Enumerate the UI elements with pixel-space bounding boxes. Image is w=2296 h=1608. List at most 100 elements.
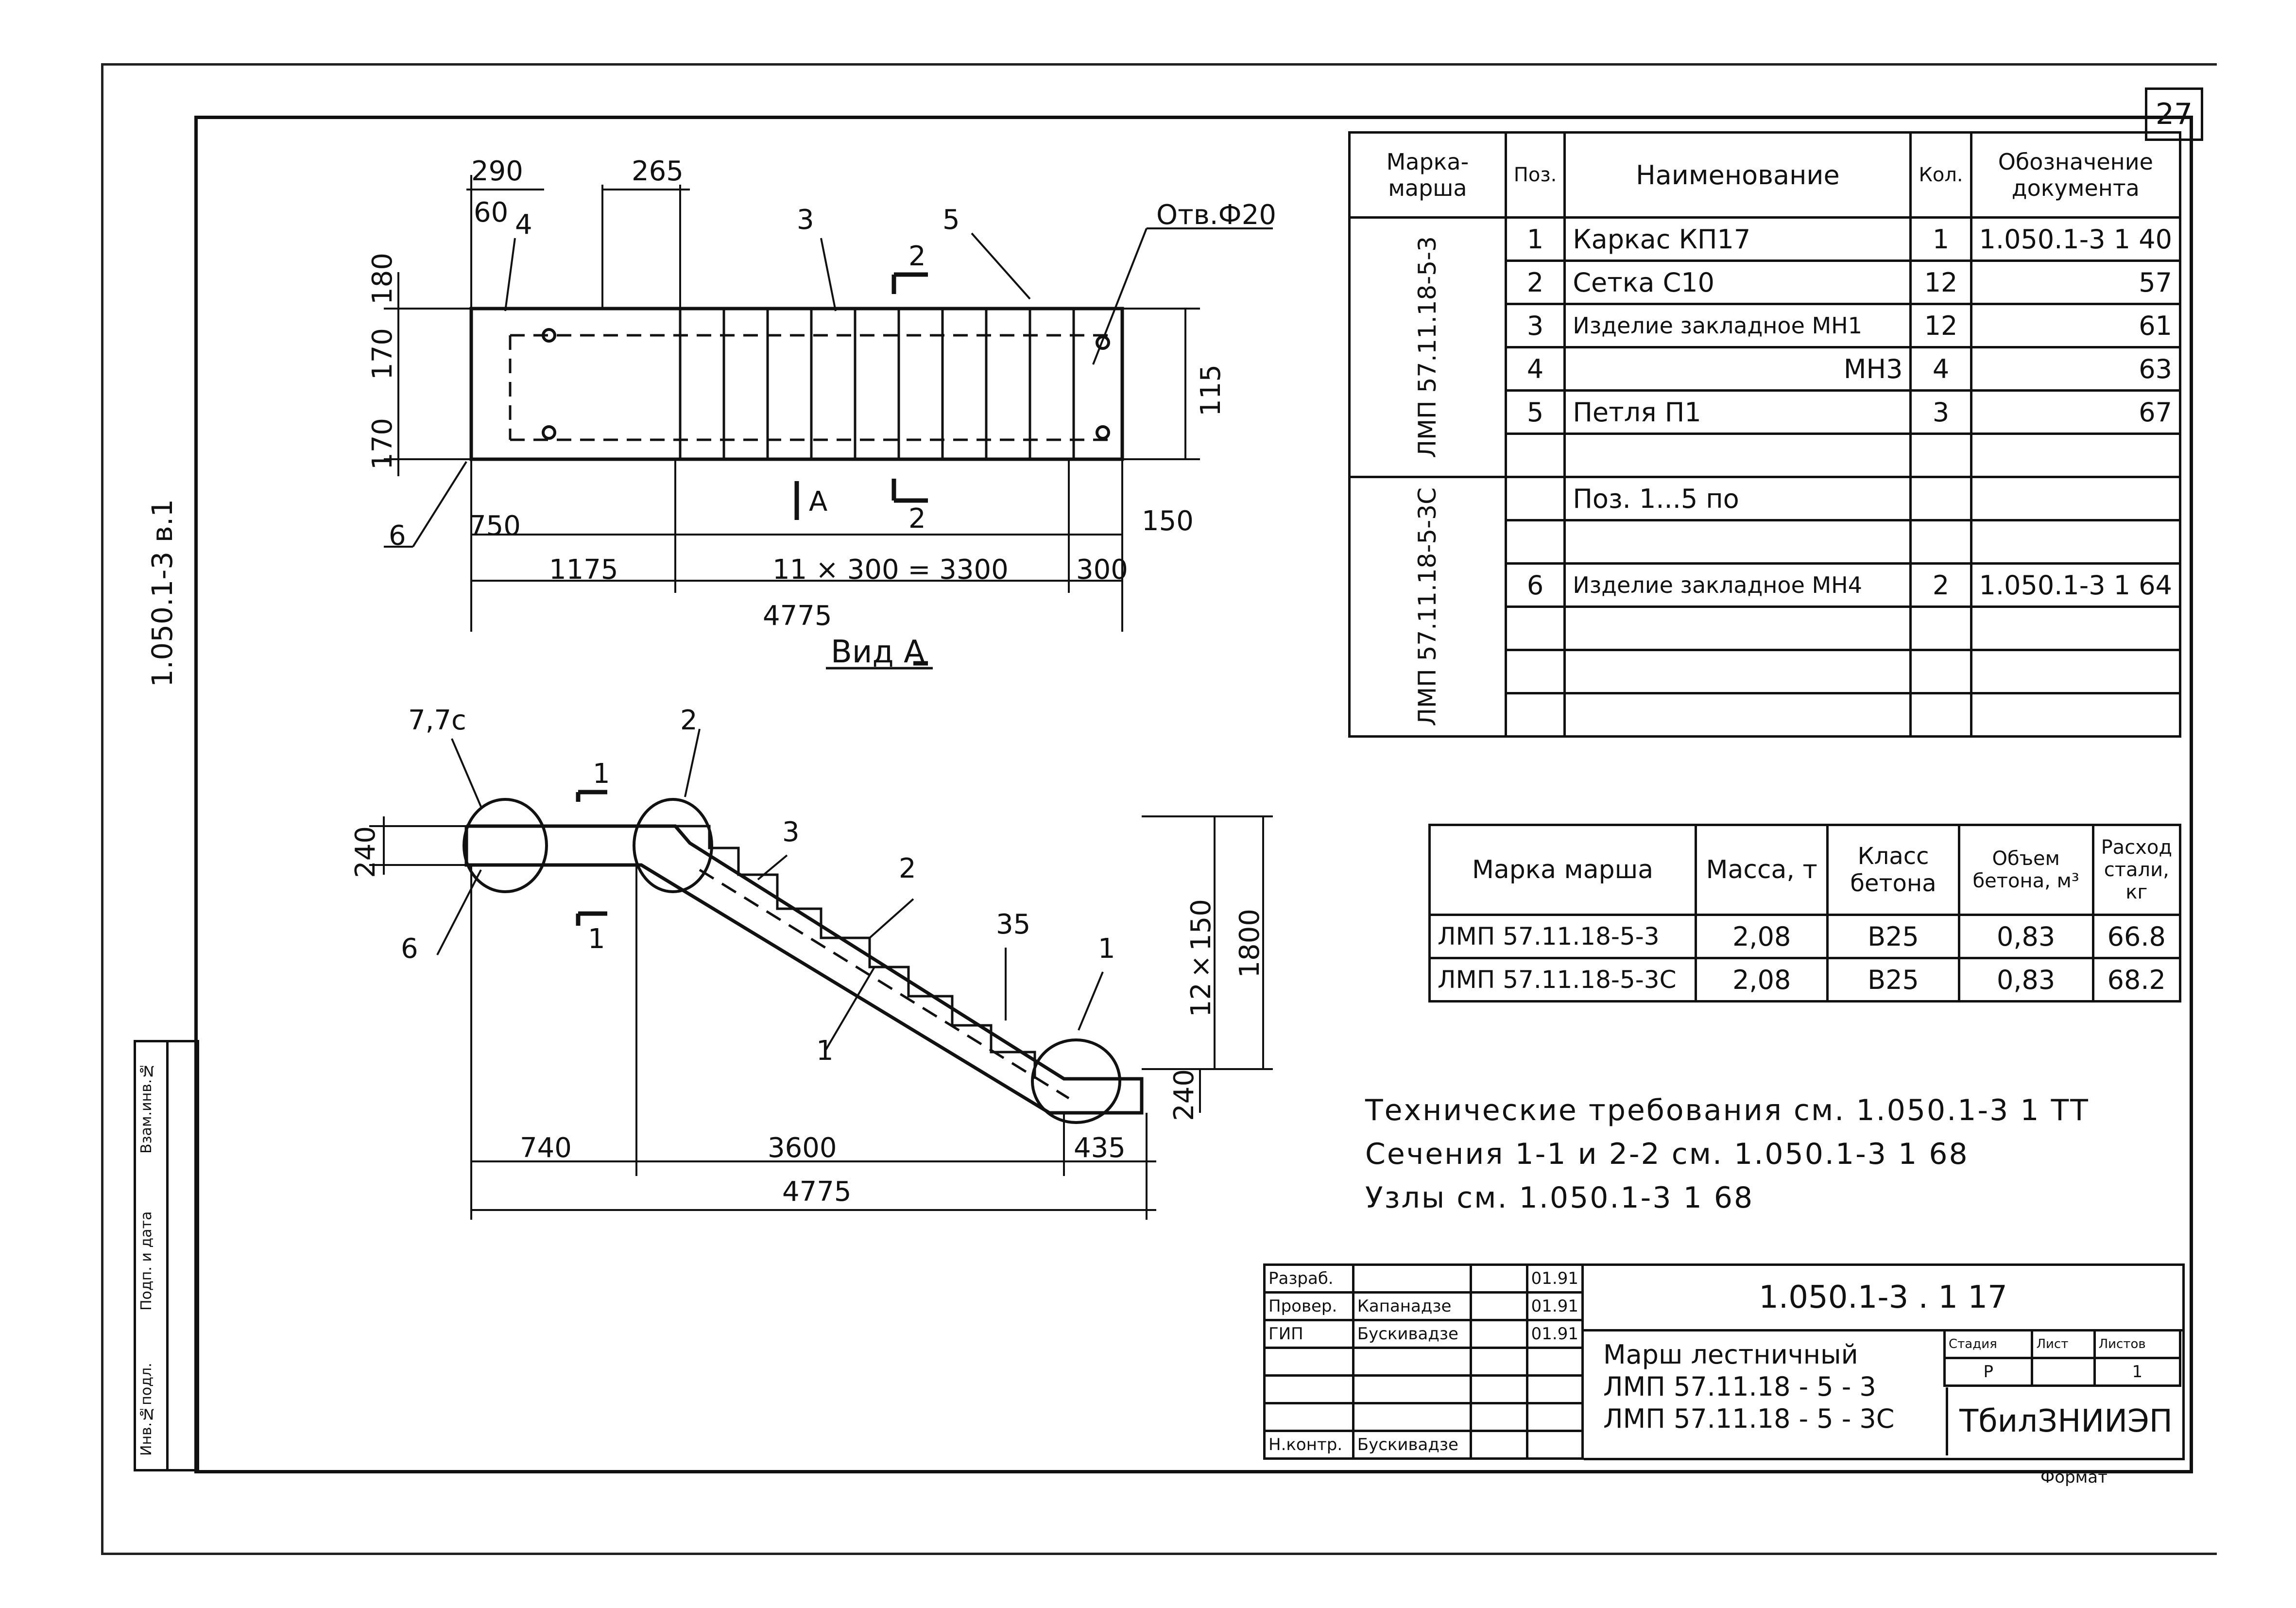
section-dimension-lines [369, 728, 1273, 1220]
spec-row [1350, 519, 2182, 565]
spec-header-qty: Кол. [1909, 131, 1972, 219]
section-view-graphic [369, 728, 1273, 1220]
tb-date [1525, 1374, 1584, 1404]
spec-pos: 1 [1504, 216, 1566, 262]
tb-date: 01.91 [1525, 1291, 1584, 1321]
spec-header-row: Марка-марша Поз. Наименование Кол. Обозн… [1348, 131, 2182, 219]
format-label: Формат [2040, 1468, 2108, 1487]
node-circle-left [463, 798, 548, 893]
stage-header: Лист [2031, 1329, 2096, 1359]
spec-doc: 1.050.1-3 1 40 [1970, 216, 2182, 262]
tb-role: ГИП [1263, 1319, 1354, 1349]
note-line: Сечения 1-1 и 2-2 см. 1.050.1-3 1 68 [1365, 1137, 1969, 1171]
mass-cell: 2,08 [1695, 914, 1829, 959]
tb-name: Капанадзе [1352, 1291, 1472, 1321]
pos-label-3-section: 3 [782, 816, 800, 848]
spec-pos: 3 [1504, 303, 1566, 348]
stage-header: Стадия [1943, 1329, 2034, 1359]
spec-name: Сетка С10 [1563, 259, 1912, 305]
section-outline [464, 824, 1144, 1115]
stage-table: Стадия Лист Листов Р 1 [1943, 1329, 2182, 1387]
spec-pos: 2 [1504, 259, 1566, 305]
stamp-label: Подп. и дата [138, 1211, 155, 1311]
section-label-2-bottom: 2 [908, 503, 926, 535]
dim-1175: 1175 [549, 554, 618, 586]
plan-dimension-lines [384, 175, 1273, 632]
notes: Технические требования см. 1.050.1-3 1 Т… [1365, 1093, 2090, 1215]
plan-ribs [679, 309, 1075, 459]
spec-name [1563, 519, 1912, 565]
section-label-2-top: 2 [908, 241, 926, 272]
dim-300: 300 [1076, 554, 1128, 586]
tb-role [1263, 1402, 1354, 1432]
spec-row: 3 Изделие закладное МН1 12 61 [1350, 303, 2182, 348]
spec-group-mark-1: ЛМП 57.11.18-5-3 [1348, 216, 1507, 478]
mass-header-steel: Расход стали, кг [2091, 824, 2182, 916]
spec-row: 2 Сетка С10 12 57 [1350, 259, 2182, 305]
mass-cell: 66.8 [2091, 914, 2182, 959]
spec-qty: 12 [1909, 303, 1972, 348]
mass-cell: В25 [1826, 914, 1960, 959]
spec-doc: 67 [1970, 389, 2182, 435]
spec-pos [1504, 432, 1566, 478]
mass-cell: 0,83 [1957, 957, 2094, 1003]
mass-header-row: Марка марша Масса, т Класс бетона Объем … [1428, 824, 2182, 916]
spec-doc [1970, 432, 2182, 478]
pos-label-2-node: 2 [680, 705, 698, 736]
mass-cell: 68.2 [2091, 957, 2182, 1003]
drawing-frame [194, 116, 2193, 1473]
dim-290: 290 [471, 156, 523, 187]
spec-qty: 4 [1909, 346, 1972, 392]
tb-role [1263, 1347, 1354, 1377]
spec-row [1350, 432, 2182, 478]
plan-outline [469, 307, 1124, 461]
tb-row [1263, 1374, 1584, 1404]
stage-header: Листов [2093, 1329, 2182, 1359]
spec-qty [1909, 605, 1972, 651]
stage-header-row: Стадия Лист Листов [1943, 1329, 2182, 1359]
spec-pos [1504, 649, 1566, 694]
mass-header-mark: Марка марша [1428, 824, 1697, 916]
dim-12x150: 12×150 [1185, 899, 1217, 1018]
tb-name: Бускивадзе [1352, 1319, 1472, 1349]
mass-cell: ЛМП 57.11.18-5-3С [1428, 957, 1697, 1003]
plan-holes [542, 328, 1110, 440]
mass-cell: ЛМП 57.11.18-5-3 [1428, 914, 1697, 959]
mass-header-mass: Масса, т [1695, 824, 1829, 916]
left-stamp: Взам.инв.№ Подп. и дата Инв.№подл. [134, 1040, 199, 1471]
tb-row: Н.контр.Бускивадзе [1263, 1430, 1584, 1460]
pos-label-1-extra: 6 [401, 933, 418, 965]
spec-group-mark-2: ЛМП 57.11.18-5-3С [1348, 476, 1507, 738]
title-block-main: 1.050.1-3 . 1 17 Марш лестничный ЛМП 57.… [1584, 1263, 2185, 1460]
plan-hidden-lines [509, 334, 1113, 441]
dim-170-bottom: 170 [367, 418, 398, 470]
spec-qty [1909, 432, 1972, 478]
spec-name: Каркас КП17 [1563, 216, 1912, 262]
mass-row: ЛМП 57.11.18-5-3 2,08 В25 0,83 66.8 [1428, 914, 2182, 959]
dim-1800: 1800 [1234, 909, 1266, 978]
spec-header-mark: Марка-марша [1348, 131, 1507, 219]
spec-pos: 4 [1504, 346, 1566, 392]
spec-pos [1504, 605, 1566, 651]
plan-section-markers [794, 272, 928, 666]
stage-value-row: Р 1 [1943, 1357, 2182, 1387]
sheet-number: 27 [2155, 97, 2193, 131]
spec-row: ЛМП 57.11.18-5-3С Поз. 1...5 по [1348, 476, 2182, 738]
plan-view-graphic [384, 175, 1273, 670]
mass-cell: 2,08 [1695, 957, 1829, 1003]
pos-label-1-section: 1 [816, 1035, 834, 1067]
spec-qty: 3 [1909, 389, 1972, 435]
spec-row: 5 Петля П1 3 67 [1350, 389, 2182, 435]
cut-label-1-bottom: 1 [588, 923, 605, 955]
node-circle-right [1031, 1038, 1121, 1124]
mass-header-class: Класс бетона [1826, 824, 1960, 916]
spec-name: Поз. 1...5 по [1563, 476, 1912, 521]
spec-pos: 6 [1504, 562, 1566, 608]
tb-row [1263, 1347, 1584, 1377]
dim-150: 150 [1142, 505, 1194, 537]
pos-label-2-section: 2 [899, 853, 916, 884]
spec-name [1563, 432, 1912, 478]
pos-label-4: 4 [515, 209, 532, 241]
